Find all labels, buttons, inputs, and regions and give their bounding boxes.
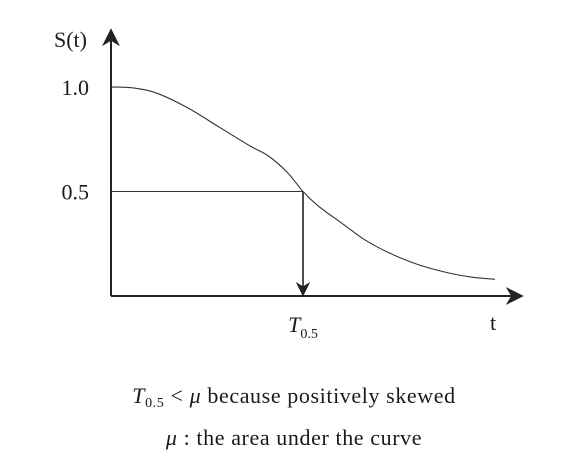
median-label-T: T xyxy=(288,312,302,337)
caption-definition: : the area under the curve xyxy=(177,425,423,450)
median-guides xyxy=(111,190,311,297)
caption-line-2: μ : the area under the curve xyxy=(0,425,588,451)
y-axis-label: S(t) xyxy=(54,27,87,52)
median-label: T0.5 xyxy=(288,312,318,342)
median-label-subscript: 0.5 xyxy=(300,327,318,342)
caption-mu-2: μ xyxy=(165,425,178,450)
y-tick-labels: 1.0 0.5 xyxy=(62,75,90,205)
survival-curve xyxy=(110,86,496,280)
y-tick-label: 0.5 xyxy=(62,180,90,205)
caption-T: T xyxy=(132,383,146,408)
y-tick-label: 1.0 xyxy=(62,75,90,100)
caption-reason: because positively skewed xyxy=(201,383,456,408)
x-axis-label: t xyxy=(490,310,496,335)
caption-less-than: < xyxy=(164,383,190,408)
caption-T-subscript: 0.5 xyxy=(145,396,165,411)
caption-mu: μ xyxy=(189,383,202,408)
caption-line-1: T0.5 < μ because positively skewed xyxy=(0,383,588,412)
